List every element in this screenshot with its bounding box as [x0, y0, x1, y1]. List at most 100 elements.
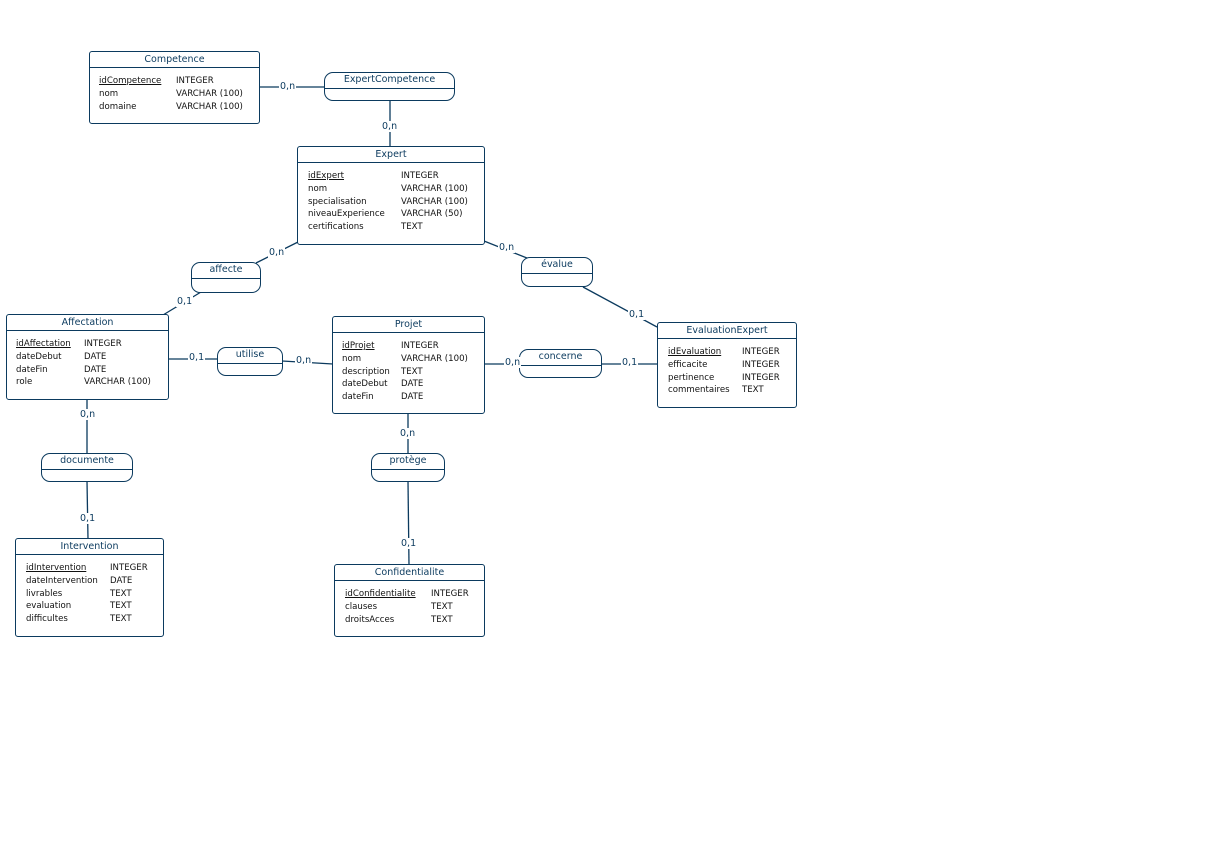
association-evalue[interactable]: évalue: [521, 257, 593, 287]
attribute-name: nom: [308, 183, 328, 194]
cardinality-label: 0,1: [176, 296, 194, 307]
attribute-row: clauses TEXT: [345, 601, 484, 614]
attribute-name: specialisation: [308, 196, 367, 207]
attribute-type: DATE: [401, 392, 424, 403]
attribute-row: dateFin DATE: [342, 391, 484, 404]
cardinality-label: 0,n: [381, 121, 399, 132]
attribute-type: TEXT: [431, 601, 453, 612]
attribute-type: INTEGER: [176, 76, 214, 86]
link-documente-intervention: [86, 480, 89, 540]
attribute-name: idExpert: [308, 171, 345, 181]
attribute-name: livrables: [26, 588, 63, 599]
entity-title: EvaluationExpert: [658, 323, 796, 339]
attribute-type: TEXT: [742, 385, 764, 396]
entity-title: Intervention: [16, 539, 163, 555]
attribute-name: idProjet: [342, 341, 375, 351]
attribute-type: VARCHAR (100): [176, 101, 243, 112]
association-expertcompetence[interactable]: ExpertCompetence: [324, 72, 455, 101]
attribute-row: evaluation TEXT: [26, 600, 163, 613]
attribute-name: domaine: [99, 101, 137, 112]
association-affecte[interactable]: affecte: [191, 262, 261, 293]
entity-title: Expert: [298, 147, 484, 163]
entity-title: Projet: [333, 317, 484, 333]
cardinality-label: 0,n: [399, 428, 417, 439]
attribute-name: droitsAcces: [345, 614, 395, 625]
attribute-name: commentaires: [668, 385, 730, 396]
attribute-name: idConfidentialite: [345, 589, 416, 599]
attribute-name: difficultes: [26, 614, 68, 625]
cardinality-label: 0,n: [498, 242, 516, 253]
attribute-name: efficacite: [668, 359, 708, 370]
association-protege[interactable]: protège: [371, 453, 445, 482]
attribute-name: evaluation: [26, 601, 72, 612]
link-protege-confidentialite: [407, 480, 410, 566]
cardinality-label: 0,n: [504, 357, 522, 368]
attribute-row: difficultes TEXT: [26, 613, 163, 626]
association-documente[interactable]: documente: [41, 453, 133, 482]
attribute-name: pertinence: [668, 372, 715, 383]
association-concerne[interactable]: concerne: [519, 349, 602, 378]
entity-title: Confidentialite: [335, 565, 484, 581]
attribute-type: INTEGER: [401, 171, 439, 181]
attribute-name: dateFin: [342, 392, 374, 403]
attribute-type: TEXT: [110, 601, 132, 612]
attribute-name: idEvaluation: [668, 347, 722, 357]
attribute-row: idProjet INTEGER: [342, 340, 484, 353]
attribute-type: INTEGER: [401, 341, 439, 351]
attribute-name: idCompetence: [99, 76, 162, 86]
attribute-name: clauses: [345, 601, 378, 612]
association-label: affecte: [192, 263, 260, 279]
cardinality-label: 0,n: [295, 355, 313, 366]
link-evalue-evaluationexpert: [582, 286, 658, 328]
attribute-type: VARCHAR (100): [401, 353, 468, 364]
cardinality-label: 0,n: [79, 409, 97, 420]
association-label: documente: [42, 454, 132, 470]
attribute-type: VARCHAR (100): [84, 377, 151, 388]
attribute-type: TEXT: [401, 222, 423, 233]
attribute-row: domaine VARCHAR (100): [99, 101, 259, 114]
attribute-type: TEXT: [110, 588, 132, 599]
attribute-name: idIntervention: [26, 563, 87, 573]
entity-title: Affectation: [7, 315, 168, 331]
attribute-type: VARCHAR (50): [401, 209, 463, 220]
association-label: protège: [372, 454, 444, 470]
attribute-name: description: [342, 366, 390, 377]
attribute-type: TEXT: [431, 614, 453, 625]
association-utilise[interactable]: utilise: [217, 347, 283, 376]
cardinality-label: 0,1: [621, 357, 639, 368]
association-label: utilise: [218, 348, 282, 364]
attribute-type: TEXT: [110, 614, 132, 625]
cardinality-label: 0,n: [268, 247, 286, 258]
attribute-name: nom: [99, 88, 119, 99]
cardinality-label: 0,n: [279, 81, 297, 92]
attribute-type: INTEGER: [84, 339, 122, 349]
